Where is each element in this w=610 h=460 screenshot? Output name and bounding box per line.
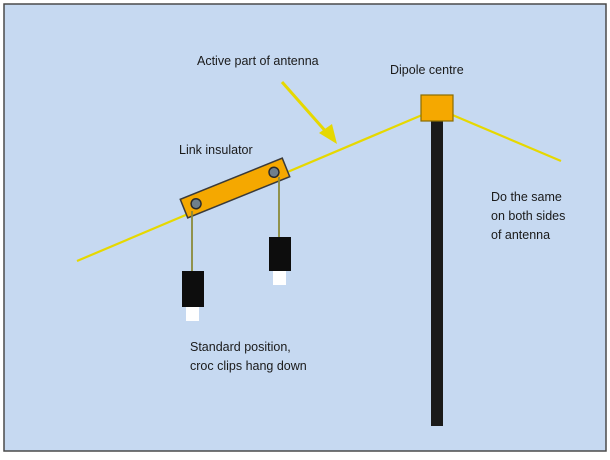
active-part-label: Active part of antenna	[197, 54, 319, 68]
mast	[431, 112, 443, 426]
both-sides-line-3: of antenna	[491, 228, 551, 242]
active-part-arrow	[280, 81, 337, 144]
insulator-eye-right	[268, 166, 280, 179]
croc-clip-right	[269, 237, 291, 285]
both-sides-note: Do the same on both sides of antenna	[491, 188, 565, 245]
insulator-eye-left	[190, 197, 202, 210]
standard-position-line-2: croc clips hang down	[190, 359, 307, 373]
both-sides-line-1: Do the same	[491, 190, 562, 204]
diagram-background	[3, 3, 607, 452]
link-insulator-label: Link insulator	[179, 143, 253, 157]
croc-clip-left	[182, 271, 204, 321]
standard-position-note: Standard position, croc clips hang down	[190, 338, 307, 376]
dipole-centre-box	[420, 94, 454, 122]
dipole-centre-label: Dipole centre	[390, 63, 464, 77]
link-insulator	[179, 157, 291, 219]
standard-position-line-1: Standard position,	[190, 340, 291, 354]
antenna-wire-right	[435, 106, 562, 163]
both-sides-line-2: on both sides	[491, 209, 566, 223]
